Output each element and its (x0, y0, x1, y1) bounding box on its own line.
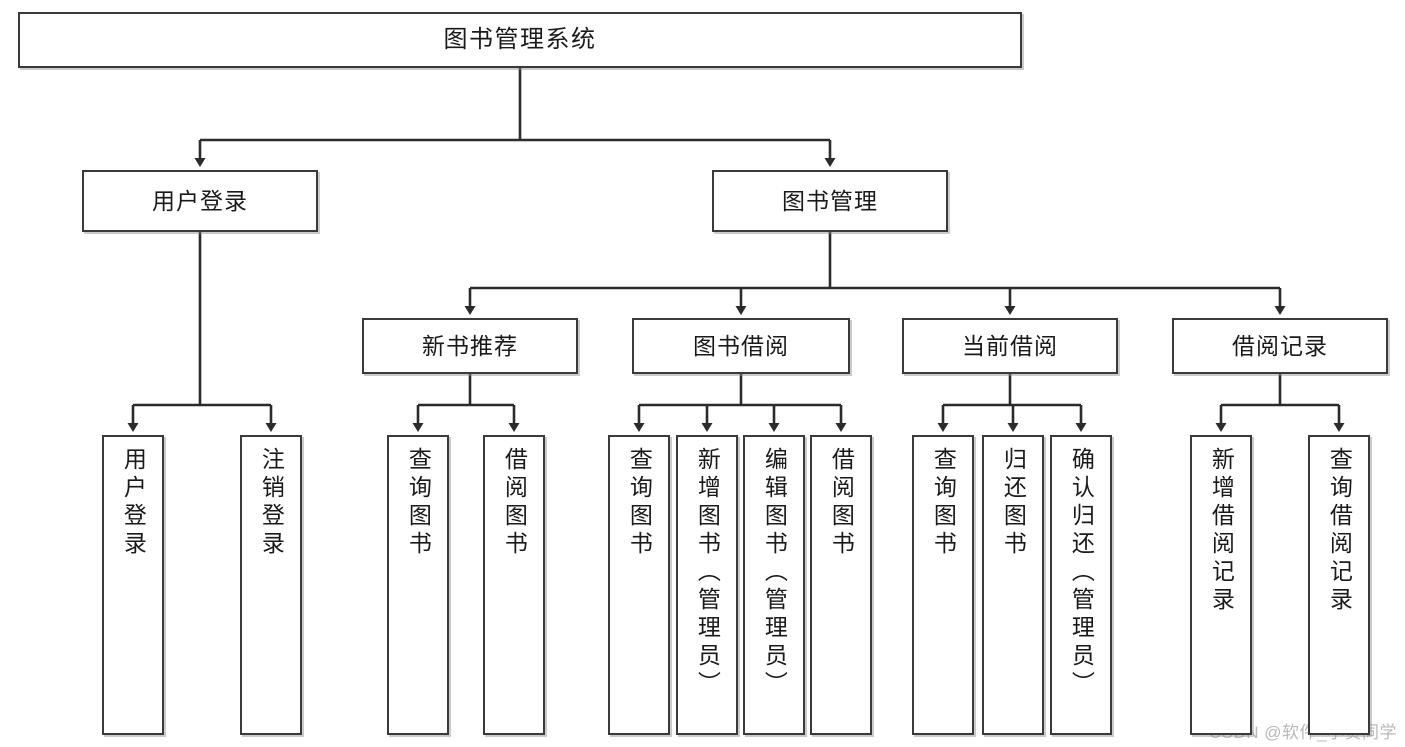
node-leaf-edit-book[interactable]: 编辑图书（管理员） (743, 435, 805, 735)
node-label: 用户登录 (120, 447, 147, 559)
node-leaf-logout[interactable]: 注销登录 (240, 435, 302, 735)
node-leaf-borrow-b[interactable]: 借阅图书 (810, 435, 872, 735)
node-label: 确认归还（管理员） (1068, 447, 1095, 699)
node-label: 借阅记录 (1232, 332, 1328, 359)
node-leaf-confirm[interactable]: 确认归还（管理员） (1050, 435, 1112, 735)
node-label: 查询借阅记录 (1326, 447, 1353, 615)
node-book-borrow[interactable]: 图书借阅 (632, 318, 850, 374)
node-new-book-rec[interactable]: 新书推荐 (362, 318, 578, 374)
node-borrow-record[interactable]: 借阅记录 (1172, 318, 1388, 374)
node-label: 图书借阅 (693, 332, 789, 359)
node-label: 查询图书 (930, 447, 957, 559)
node-book-manage[interactable]: 图书管理 (712, 170, 948, 232)
node-label: 新增图书（管理员） (694, 447, 721, 699)
node-label: 图书管理系统 (443, 26, 597, 54)
node-label: 当前借阅 (962, 332, 1058, 359)
node-leaf-add-rec[interactable]: 新增借阅记录 (1190, 435, 1252, 735)
node-user-login[interactable]: 用户登录 (82, 170, 318, 232)
node-leaf-borrow-a[interactable]: 借阅图书 (483, 435, 545, 735)
node-leaf-q-book-b[interactable]: 查询图书 (608, 435, 670, 735)
node-label: 图书管理 (782, 187, 878, 214)
node-label: 新书推荐 (422, 332, 518, 359)
node-leaf-return[interactable]: 归还图书 (982, 435, 1044, 735)
node-leaf-add-book[interactable]: 新增图书（管理员） (676, 435, 738, 735)
node-label: 借阅图书 (828, 447, 855, 559)
node-label: 查询图书 (405, 447, 432, 559)
node-leaf-q-book-a[interactable]: 查询图书 (387, 435, 449, 735)
node-label: 新增借阅记录 (1208, 447, 1235, 615)
node-label: 借阅图书 (501, 447, 528, 559)
node-label: 注销登录 (258, 447, 285, 559)
node-leaf-user-login[interactable]: 用户登录 (102, 435, 164, 735)
node-leaf-q-book-c[interactable]: 查询图书 (912, 435, 974, 735)
node-label: 用户登录 (152, 187, 248, 214)
node-label: 编辑图书（管理员） (761, 447, 788, 699)
node-root[interactable]: 图书管理系统 (18, 12, 1022, 68)
node-current-borrow[interactable]: 当前借阅 (902, 318, 1118, 374)
node-label: 查询图书 (626, 447, 653, 559)
node-label: 归还图书 (1000, 447, 1027, 559)
node-leaf-q-rec[interactable]: 查询借阅记录 (1308, 435, 1370, 735)
